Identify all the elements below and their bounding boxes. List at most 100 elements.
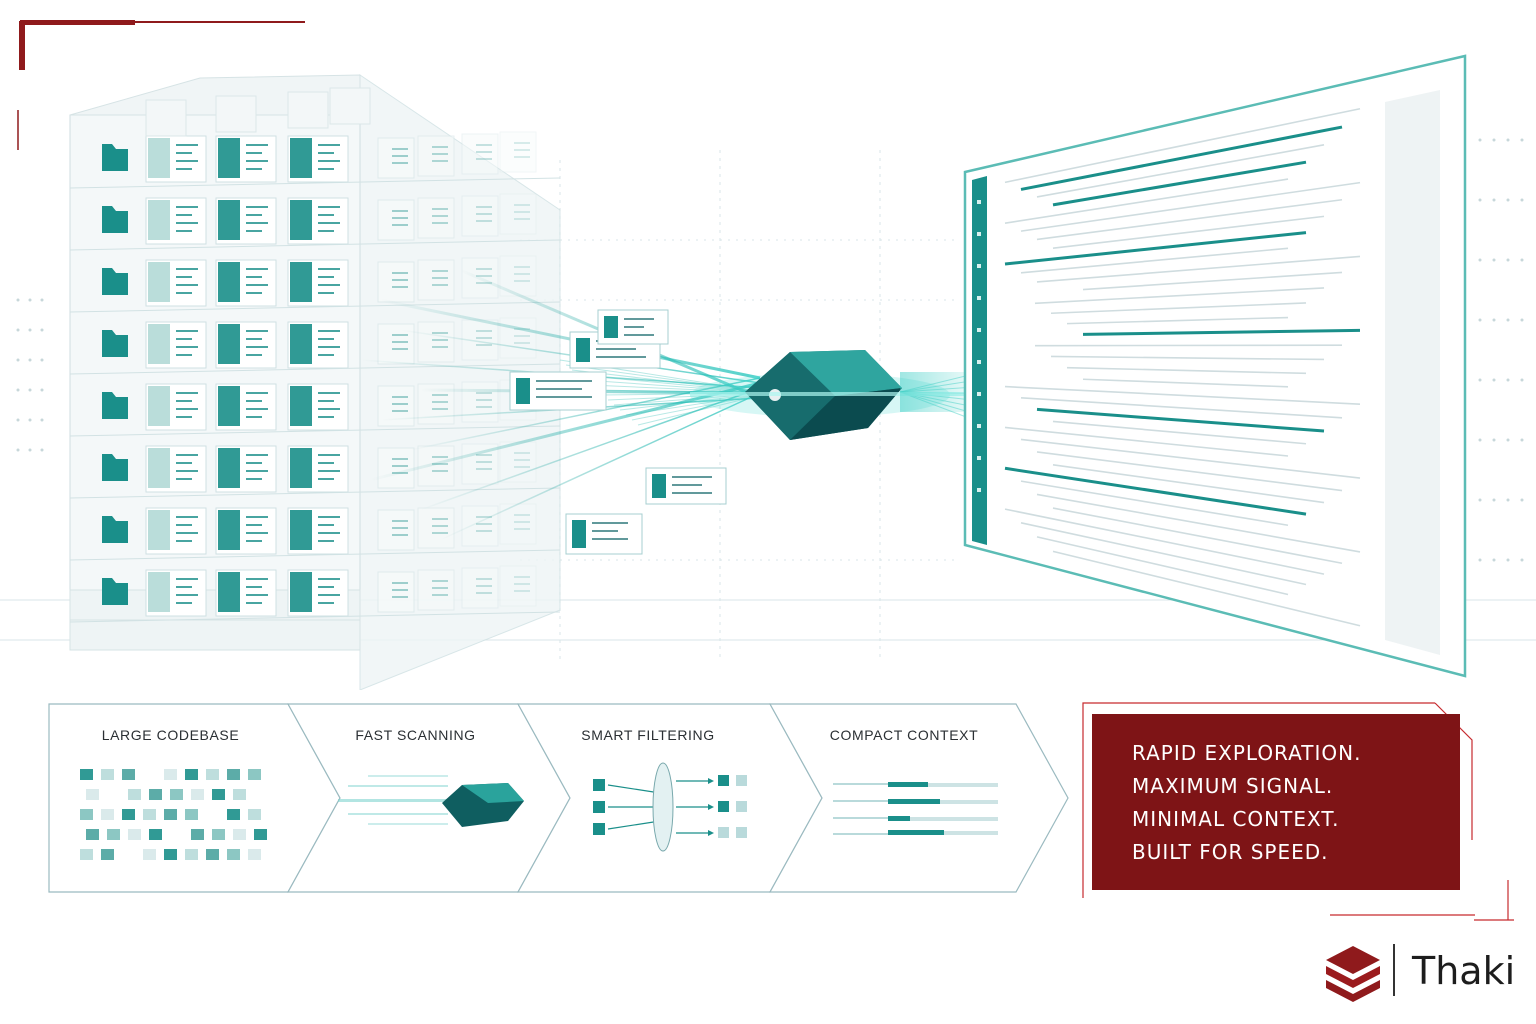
file-text-line bbox=[246, 516, 268, 518]
file-text-line bbox=[246, 292, 262, 294]
code-line bbox=[1052, 463, 1325, 504]
file-text-line bbox=[392, 162, 408, 164]
file-thumb-icon bbox=[218, 262, 240, 302]
grid-square bbox=[107, 829, 120, 840]
file-card-faded bbox=[329, 87, 371, 125]
file-text-line bbox=[476, 406, 492, 408]
file-text-line bbox=[176, 330, 198, 332]
file-text-line bbox=[514, 342, 530, 344]
file-text-line bbox=[392, 582, 408, 584]
file-text-line bbox=[514, 521, 530, 523]
grid-square bbox=[101, 809, 114, 820]
grid-square bbox=[248, 849, 261, 860]
building-row-divider bbox=[69, 611, 561, 623]
compact-context-icon bbox=[833, 782, 998, 835]
speed-line bbox=[419, 387, 761, 511]
grid-square bbox=[254, 829, 267, 840]
file-thumb-icon bbox=[290, 448, 312, 488]
code-line bbox=[1036, 493, 1361, 553]
file-card-faded bbox=[377, 571, 415, 613]
file-text-line bbox=[432, 277, 448, 279]
grid-square bbox=[164, 849, 177, 860]
brand-name: Thaki bbox=[1412, 949, 1516, 993]
code-line bbox=[1020, 125, 1343, 191]
corner-bracket-bottom-right bbox=[1474, 880, 1514, 921]
pipeline-steps: LARGE CODEBASE FAST SCANNING SMART FILTE… bbox=[48, 703, 1078, 895]
grid-square bbox=[128, 829, 141, 840]
file-text-line bbox=[246, 470, 268, 472]
scanner-gem-icon bbox=[690, 350, 990, 440]
file-text-line bbox=[246, 454, 268, 456]
code-line bbox=[1034, 344, 1343, 347]
sidebar-dot bbox=[977, 264, 981, 268]
grid-square bbox=[185, 769, 198, 780]
file-thumb-icon bbox=[148, 324, 170, 364]
file-text-line bbox=[476, 392, 492, 394]
file-text-line bbox=[246, 284, 268, 286]
file-thumb-icon bbox=[218, 386, 240, 426]
file-text-line bbox=[246, 268, 268, 270]
speed-line bbox=[637, 392, 771, 426]
sidebar-dot bbox=[977, 424, 981, 428]
file-text-line bbox=[176, 408, 198, 410]
file-text-line bbox=[176, 292, 192, 294]
building-row-divider bbox=[69, 177, 561, 189]
file-text-line bbox=[318, 292, 334, 294]
code-line bbox=[1036, 407, 1325, 433]
pipeline-chevrons bbox=[48, 703, 1069, 893]
step-label-smart-filtering: SMART FILTERING bbox=[581, 727, 715, 743]
file-text-line bbox=[514, 576, 530, 578]
file-text-line bbox=[176, 168, 192, 170]
file-text-line bbox=[476, 282, 492, 284]
file-card-faded bbox=[461, 567, 499, 609]
file-text-line bbox=[318, 168, 334, 170]
file-text-line bbox=[476, 399, 492, 401]
file-card-faded bbox=[499, 503, 537, 545]
file-text-line bbox=[514, 514, 530, 516]
code-line bbox=[1082, 271, 1343, 291]
grid-square bbox=[248, 809, 261, 820]
file-text-line bbox=[318, 462, 334, 464]
file-text-line bbox=[246, 594, 268, 596]
file-text-line bbox=[476, 592, 492, 594]
file-card-faded bbox=[499, 565, 537, 607]
file-text-line bbox=[432, 594, 448, 596]
code-line bbox=[1036, 451, 1343, 492]
file-text-line bbox=[318, 392, 340, 394]
file-text-line bbox=[476, 213, 492, 215]
speed-line bbox=[409, 377, 761, 451]
file-card-faded bbox=[499, 193, 537, 235]
file-text-line bbox=[514, 273, 530, 275]
speed-line bbox=[631, 392, 771, 421]
file-text-line bbox=[246, 408, 268, 410]
file-text-line bbox=[392, 341, 408, 343]
file-text-line bbox=[392, 410, 408, 412]
grid-square bbox=[122, 809, 135, 820]
folder-icon bbox=[102, 144, 128, 171]
file-text-line bbox=[476, 151, 492, 153]
file-text-line bbox=[176, 416, 192, 418]
step-label-compact-context: COMPACT CONTEXT bbox=[829, 727, 979, 743]
file-thumb-icon bbox=[218, 510, 240, 550]
file-text-line bbox=[176, 346, 198, 348]
file-text-line bbox=[432, 587, 448, 589]
grid-square bbox=[185, 809, 198, 820]
file-card-faded bbox=[377, 261, 415, 303]
code-line bbox=[1082, 328, 1361, 336]
grid-square bbox=[101, 849, 114, 860]
grid-square bbox=[86, 829, 99, 840]
code-line bbox=[1020, 480, 1289, 527]
folder-icon bbox=[102, 206, 128, 233]
code-line bbox=[1036, 536, 1289, 596]
file-text-line bbox=[514, 466, 530, 468]
file-text-line bbox=[432, 408, 448, 410]
code-line bbox=[1050, 302, 1307, 315]
floating-file-thumb bbox=[576, 338, 590, 362]
grid-square bbox=[80, 849, 93, 860]
code-line bbox=[1004, 178, 1289, 224]
file-text-line bbox=[176, 540, 192, 542]
folder-icon bbox=[102, 578, 128, 605]
sidebar-dot bbox=[977, 360, 981, 364]
file-text-line bbox=[318, 354, 334, 356]
file-thumb-icon bbox=[218, 200, 240, 240]
